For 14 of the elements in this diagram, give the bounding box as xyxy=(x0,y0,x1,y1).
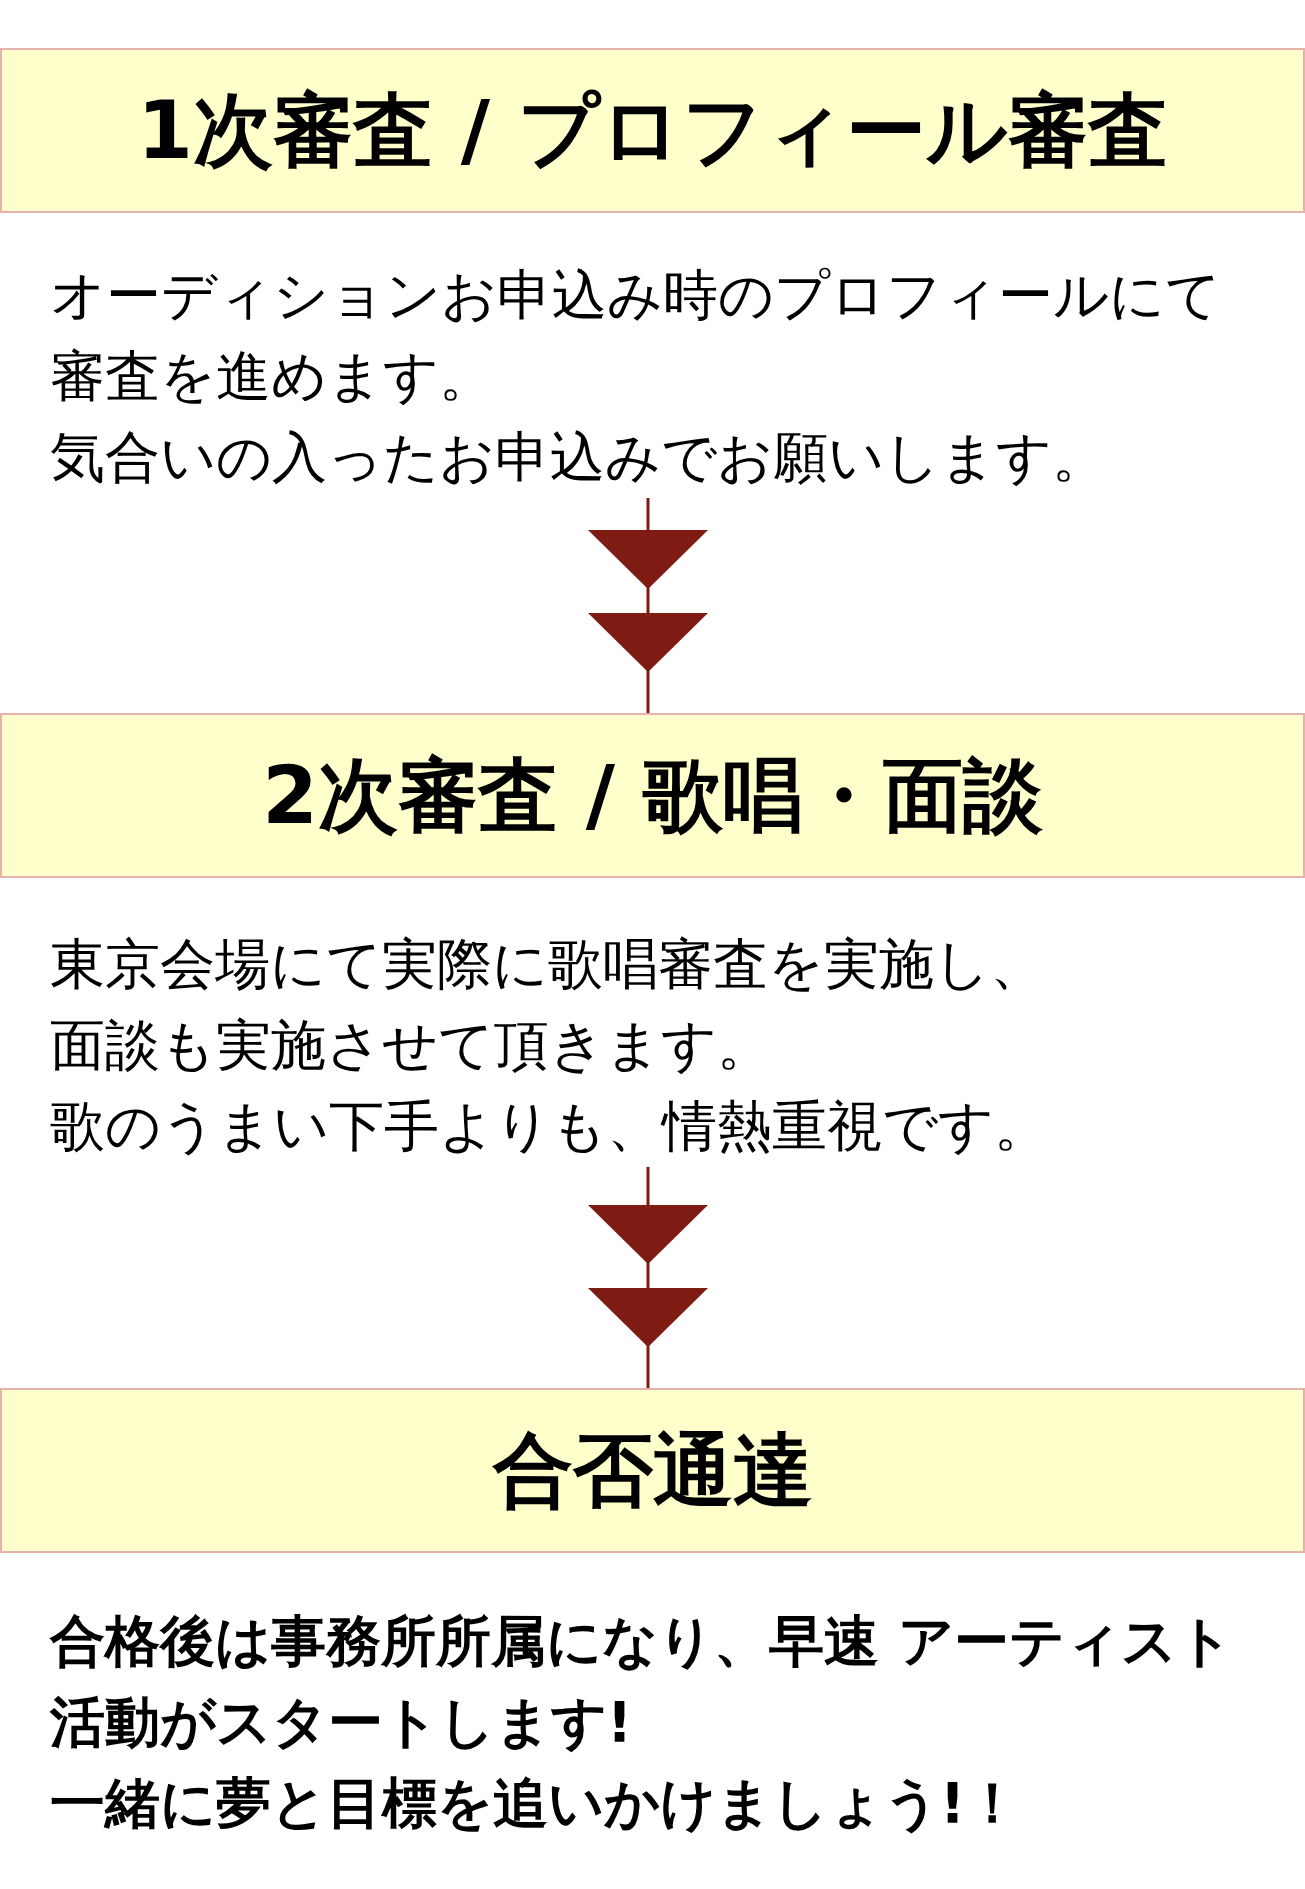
step-band xyxy=(0,713,1305,878)
description-text: 気合いの入ったお申込みでお願いします。 xyxy=(50,424,1107,491)
description-text: 歌のうまい下手よりも、情熱重視です。 xyxy=(50,1093,1049,1160)
chevron-arrow xyxy=(588,1167,708,1388)
description-text: オーディションお申込み時のプロフィールにて審査を進めます。 xyxy=(50,262,1221,410)
step-title: 2次審査 / 歌唱・面談 xyxy=(262,749,1043,842)
description-text: 一緒に夢と目標を追いかけましょう!！ xyxy=(50,1770,1021,1837)
step-title: 合否通達 xyxy=(492,1424,813,1517)
description-text: 東京会場にて実際に歌唱審査を実施し、面談も実施させて頂きます。 xyxy=(50,931,1045,1079)
step-band xyxy=(0,1388,1305,1553)
description-text: 合格後は事務所所属になり、早速 アーティスト活動がスタートします! xyxy=(50,1608,1234,1756)
chevron-arrow xyxy=(588,498,708,713)
step-band xyxy=(0,48,1305,213)
step-title: 1次審査 / プロフィール審査 xyxy=(137,84,1168,177)
